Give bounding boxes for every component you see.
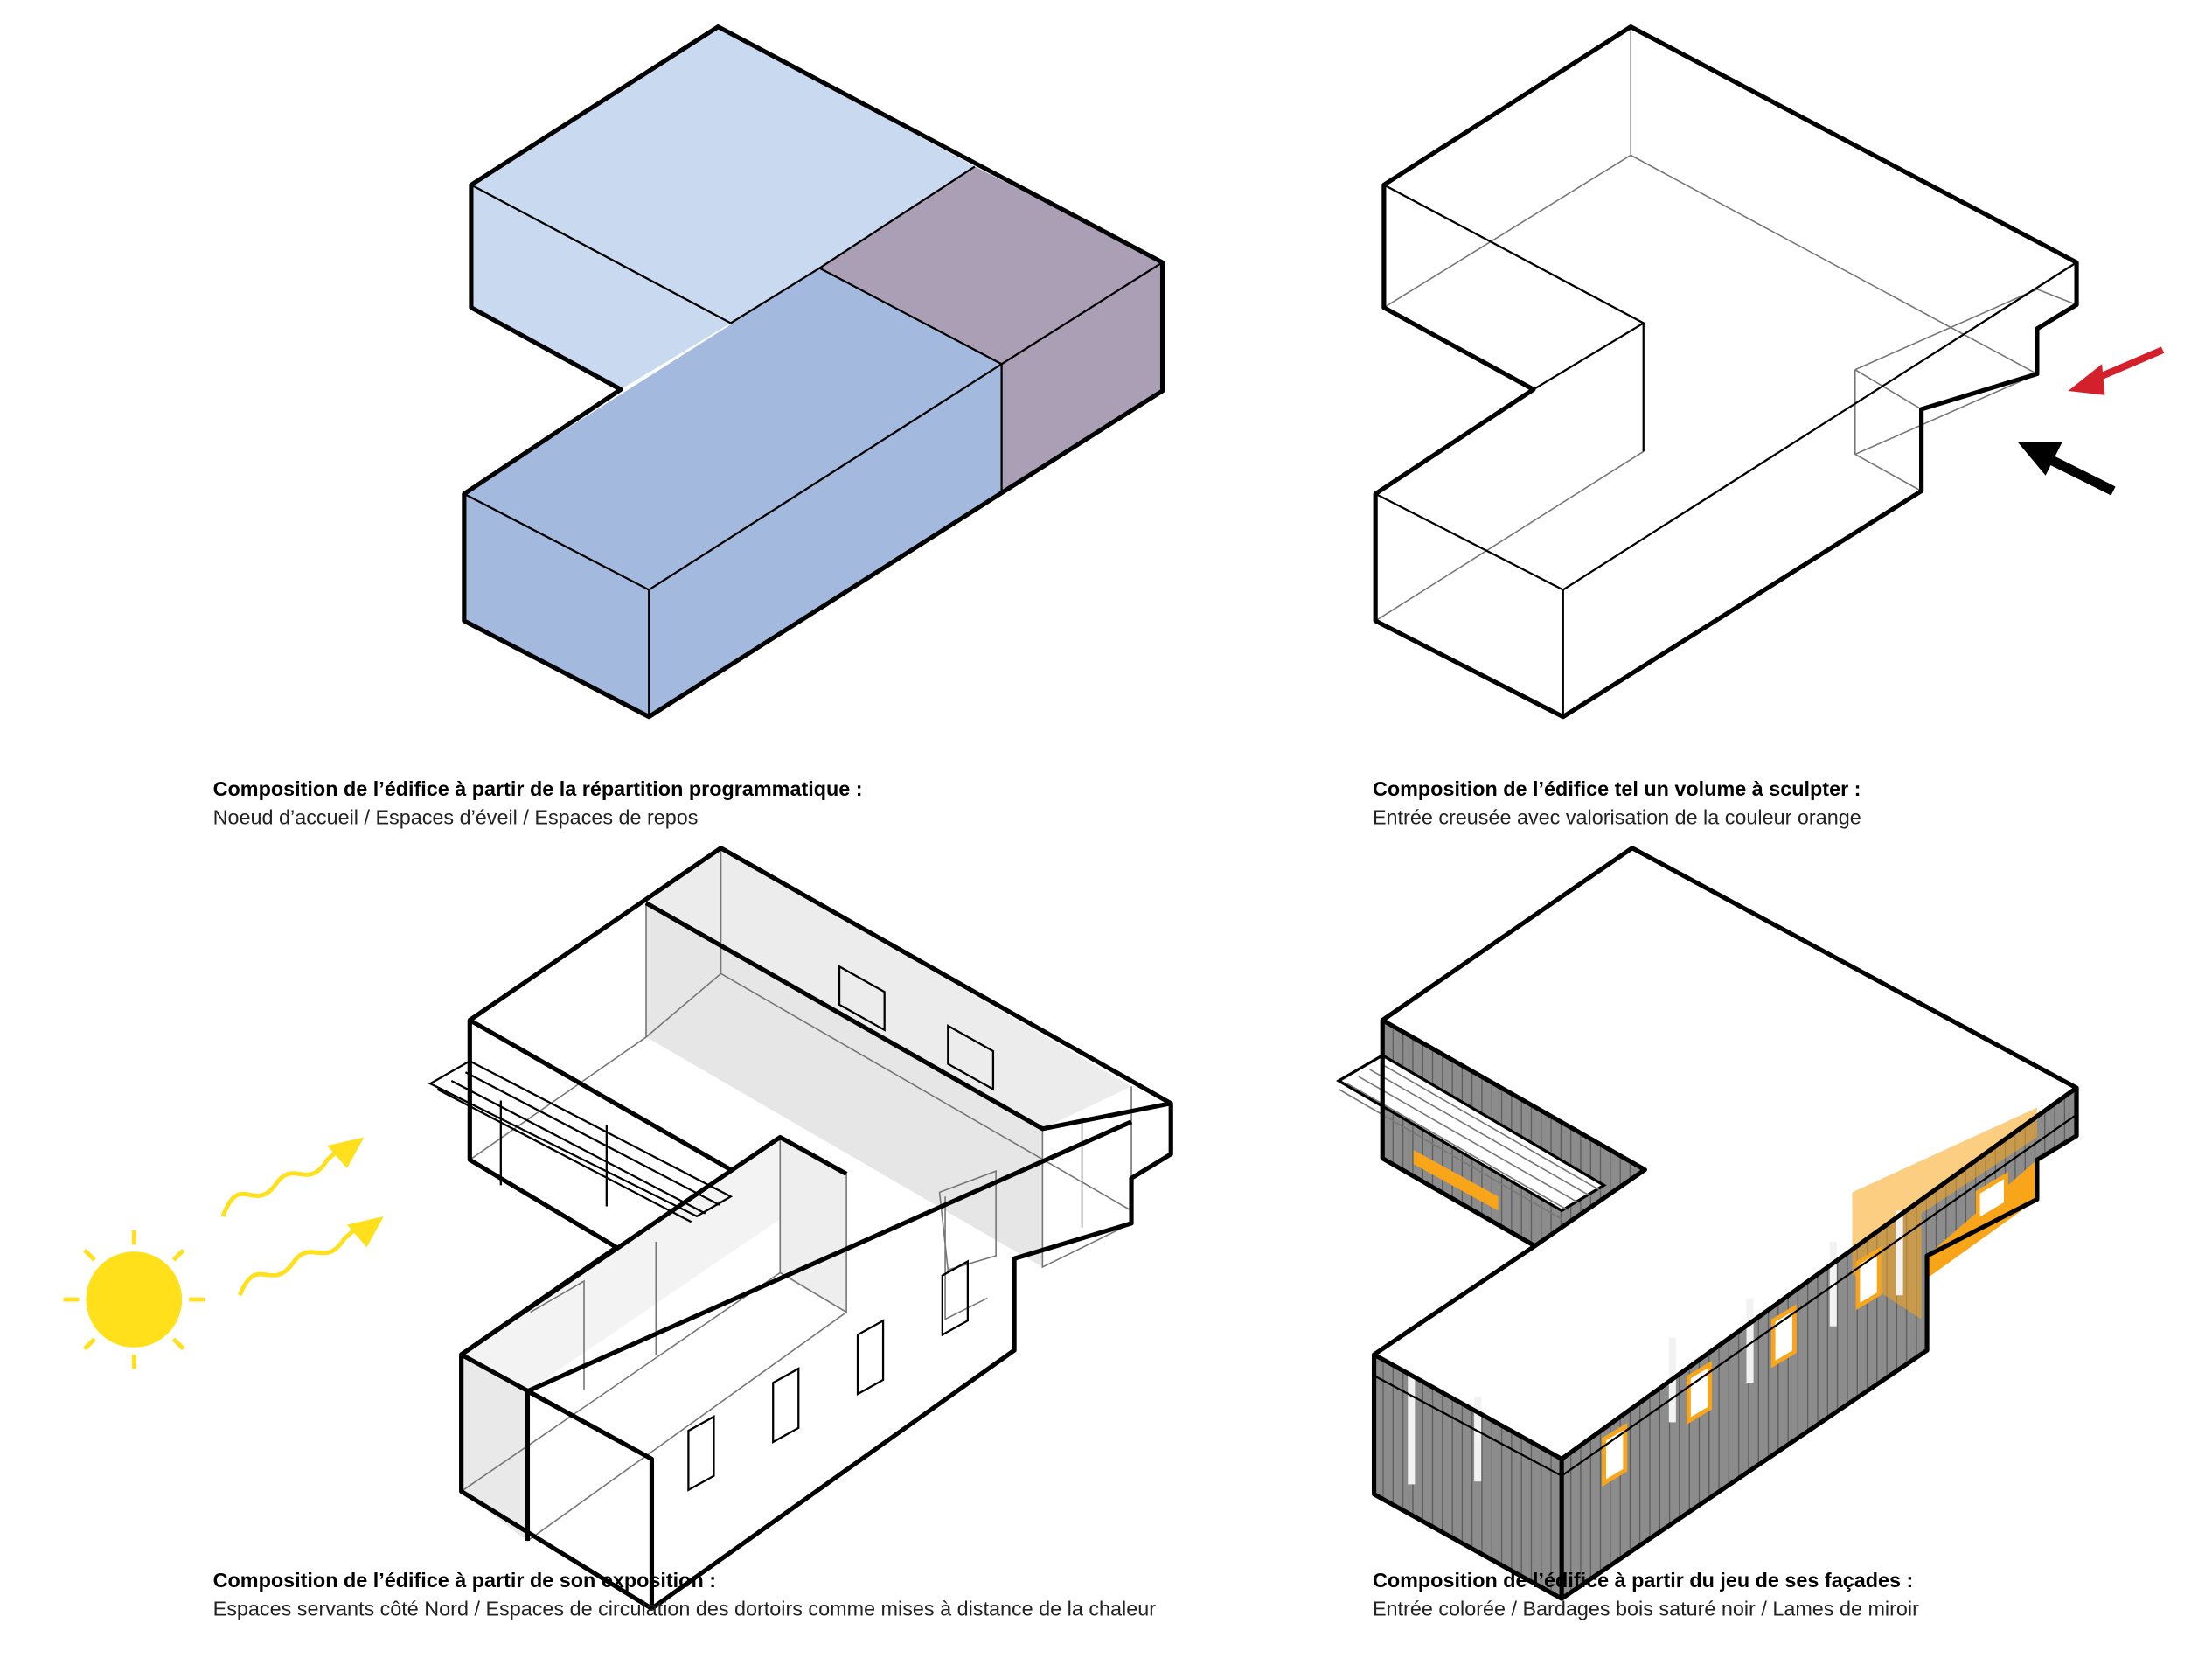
caption-title-exposure: Composition de l’édifice à partir de son… bbox=[213, 1569, 716, 1592]
repos-volume-left-face bbox=[463, 493, 650, 717]
caption-title-volume: Composition de l’édifice tel un volume à… bbox=[1373, 777, 1861, 800]
sun-icon bbox=[63, 1230, 205, 1369]
caption-subtitle-facades: Entrée colorée / Bardages bois saturé no… bbox=[1373, 1597, 1919, 1620]
accueil-volume-face bbox=[1001, 262, 1163, 491]
repos-volume-right-face bbox=[649, 364, 1002, 717]
windows bbox=[1602, 1171, 2008, 1487]
exposure-diagram bbox=[63, 846, 1173, 1611]
entry-arrow-black-icon bbox=[2017, 442, 2116, 496]
repos-volume-top bbox=[463, 268, 1002, 590]
front-left-facade-cladding bbox=[1374, 1354, 1562, 1599]
caption-subtitle-program: Noeud d’accueil / Espaces d’éveil / Espa… bbox=[213, 805, 699, 828]
accueil-volume-top bbox=[819, 166, 1163, 365]
facade-diagram bbox=[1336, 846, 2079, 1601]
eveil-volume-face bbox=[470, 185, 731, 390]
caption-title-facades: Composition de l’édifice à partir du jeu… bbox=[1373, 1569, 1913, 1592]
entry-canopy bbox=[1336, 1054, 1607, 1220]
caption-subtitle-volume: Entrée creusée avec valorisation de la c… bbox=[1373, 805, 1861, 828]
wing-window-orange bbox=[1413, 1150, 1499, 1211]
roof bbox=[1374, 847, 2077, 1460]
caption-title-program: Composition de l’édifice à partir de la … bbox=[213, 777, 863, 800]
sculpted-volume-diagram bbox=[1373, 24, 2165, 720]
entry-arrow-red-icon bbox=[2068, 346, 2165, 395]
front-facade-cladding bbox=[1562, 1088, 2077, 1599]
eveil-volume-top bbox=[470, 26, 975, 324]
program-distribution-diagram bbox=[462, 24, 1165, 720]
heat-wave-arrow-icon bbox=[220, 1137, 384, 1297]
caption-subtitle-exposure: Espaces servants côté Nord / Espaces de … bbox=[213, 1597, 1157, 1620]
